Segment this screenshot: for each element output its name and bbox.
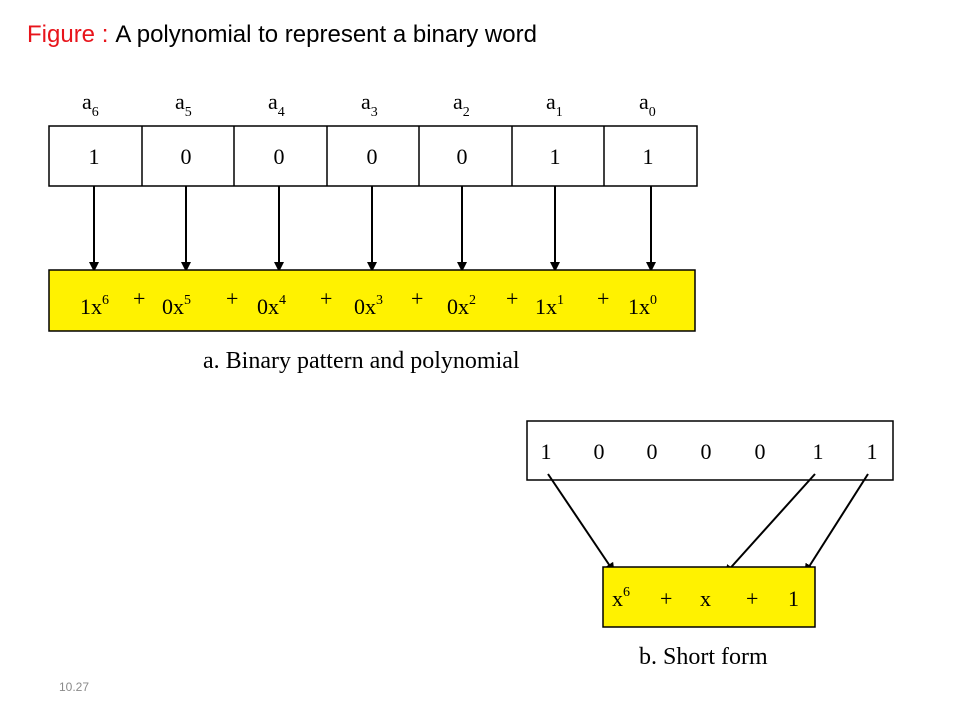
- bit-cell: 1: [550, 144, 561, 169]
- plus-operator: +: [320, 286, 332, 311]
- position-label: a4: [268, 89, 285, 120]
- polynomial-term: 1x0: [628, 293, 657, 319]
- bit-cell: 0: [367, 144, 378, 169]
- bit-pattern-box: 1 0 0 0 0 1 1: [48, 125, 698, 187]
- bit-cell: 1: [813, 439, 824, 464]
- bit-to-term-arrows: [89, 186, 656, 272]
- polynomial-box: 1x6 + 0x5 + 0x4 + 0x3 + 0x2 + 1x1 + 1x0: [48, 269, 696, 332]
- caption-a: a. Binary pattern and polynomial: [203, 348, 520, 374]
- position-label: a2: [453, 89, 470, 120]
- position-label: a5: [175, 89, 192, 120]
- plus-operator: +: [226, 286, 238, 311]
- polynomial-term: 0x2: [447, 293, 476, 319]
- figure-title: Figure :A polynomial to represent a bina…: [27, 20, 537, 50]
- short-form-term: x6: [612, 585, 630, 611]
- position-labels: a6 a5 a4 a3 a2 a1 a0: [82, 89, 656, 120]
- arrow: [804, 473, 869, 574]
- short-form-box: x6 + x + 1: [602, 566, 816, 628]
- caption-b: b. Short form: [639, 644, 768, 670]
- arrow: [547, 473, 615, 573]
- bit-cell: 1: [541, 439, 552, 464]
- figure-title-text: A polynomial to represent a binary word: [115, 21, 537, 48]
- polynomial-term: 0x5: [162, 293, 191, 319]
- bit-cell: 0: [274, 144, 285, 169]
- bit-cell: 0: [755, 439, 766, 464]
- short-form-bit-box: 1 0 0 0 0 1 1: [526, 420, 894, 481]
- polynomial-term: 1x1: [535, 293, 564, 319]
- plus-operator: +: [411, 286, 423, 311]
- plus-operator: +: [746, 586, 758, 611]
- plus-operator: +: [133, 286, 145, 311]
- plus-operator: +: [597, 286, 609, 311]
- bit-cell: 1: [89, 144, 100, 169]
- bit-cell: 0: [594, 439, 605, 464]
- position-label: a6: [82, 89, 99, 120]
- bit-cell: 0: [181, 144, 192, 169]
- arrow: [724, 473, 816, 575]
- bit-cell: 0: [701, 439, 712, 464]
- slide-number: 10.27: [59, 680, 90, 694]
- polynomial-term: 0x4: [257, 293, 286, 319]
- position-label: a1: [546, 89, 563, 120]
- bit-cell: 0: [647, 439, 658, 464]
- figure-title-lead: Figure :: [27, 21, 109, 48]
- plus-operator: +: [660, 586, 672, 611]
- short-form-arrows: [547, 473, 869, 575]
- bit-cell: 1: [643, 144, 654, 169]
- short-form-term: 1: [788, 586, 799, 611]
- polynomial-term: 0x3: [354, 293, 383, 319]
- short-form-term: x: [700, 586, 711, 611]
- plus-operator: +: [506, 286, 518, 311]
- bit-cell: 0: [457, 144, 468, 169]
- position-label: a3: [361, 89, 378, 120]
- bit-cell: 1: [867, 439, 878, 464]
- polynomial-term: 1x6: [80, 293, 109, 319]
- position-label: a0: [639, 89, 656, 120]
